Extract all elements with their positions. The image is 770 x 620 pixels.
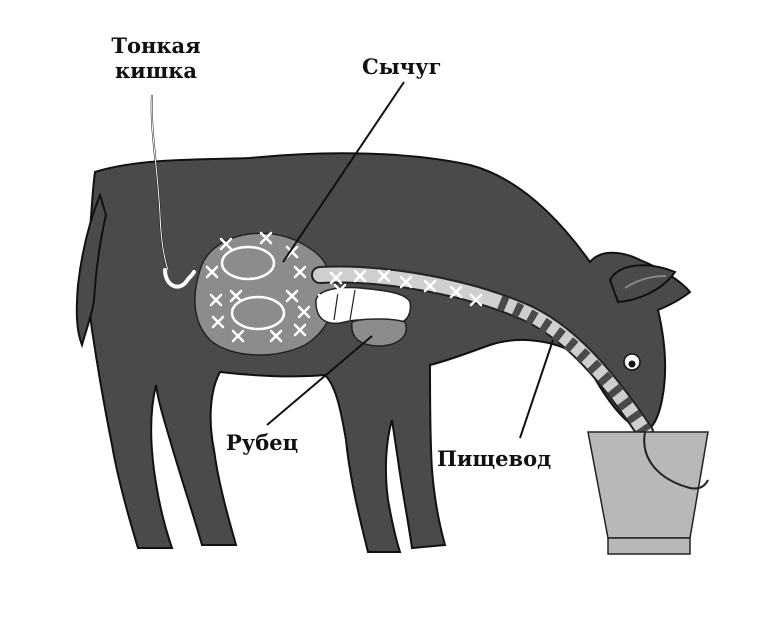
cross-mark bbox=[211, 315, 225, 329]
cross-mark bbox=[333, 283, 347, 297]
cow-pupil bbox=[628, 360, 636, 368]
abomasum-ring-bottom bbox=[230, 295, 286, 331]
small-intestine-hook bbox=[163, 268, 196, 289]
cross-mark bbox=[449, 285, 463, 299]
cow-ear-inner bbox=[624, 275, 667, 289]
cross-mark bbox=[231, 329, 245, 343]
bucket-handle bbox=[643, 431, 709, 490]
cross-mark bbox=[293, 323, 307, 337]
cross-mark bbox=[229, 289, 243, 303]
abomasum-ring-top bbox=[220, 245, 276, 281]
cross-mark bbox=[377, 269, 391, 283]
label-esophagus: Пищевод bbox=[437, 446, 552, 471]
label-rumen: Рубец bbox=[226, 430, 299, 455]
cross-mark bbox=[399, 275, 413, 289]
leader-line-rumen bbox=[266, 335, 373, 426]
cow-ear bbox=[608, 264, 677, 304]
bucket-base bbox=[607, 537, 691, 555]
rumen-lobes bbox=[315, 286, 412, 325]
cross-mark bbox=[259, 231, 273, 245]
rumen-sac bbox=[351, 318, 407, 347]
cross-mark bbox=[317, 293, 331, 307]
cross-mark bbox=[269, 329, 283, 343]
leader-line-abomasum bbox=[282, 81, 405, 263]
cross-mark bbox=[209, 293, 223, 307]
white-crosses bbox=[205, 231, 483, 343]
rumen-lobe-lines bbox=[333, 289, 356, 321]
cross-mark bbox=[219, 237, 233, 251]
cross-mark bbox=[285, 289, 299, 303]
cross-mark bbox=[205, 265, 219, 279]
cross-mark bbox=[423, 279, 437, 293]
cross-mark bbox=[469, 293, 483, 307]
label-abomasum: Сычуг bbox=[362, 54, 442, 79]
label-small-intestine-line2: кишка bbox=[114, 58, 198, 83]
cross-mark bbox=[329, 271, 343, 285]
cross-mark bbox=[297, 305, 311, 319]
cross-mark bbox=[293, 265, 307, 279]
bucket-body bbox=[587, 431, 709, 539]
cow-tail bbox=[75, 191, 108, 349]
leader-line-small-intestine-inner bbox=[151, 94, 169, 271]
label-small-intestine-line1: Тонкая bbox=[111, 33, 201, 58]
label-small-intestine: Тонкая кишка bbox=[96, 33, 216, 83]
esophagus-segments bbox=[497, 295, 651, 436]
cross-mark bbox=[353, 269, 367, 283]
leader-line-esophagus bbox=[519, 339, 554, 439]
